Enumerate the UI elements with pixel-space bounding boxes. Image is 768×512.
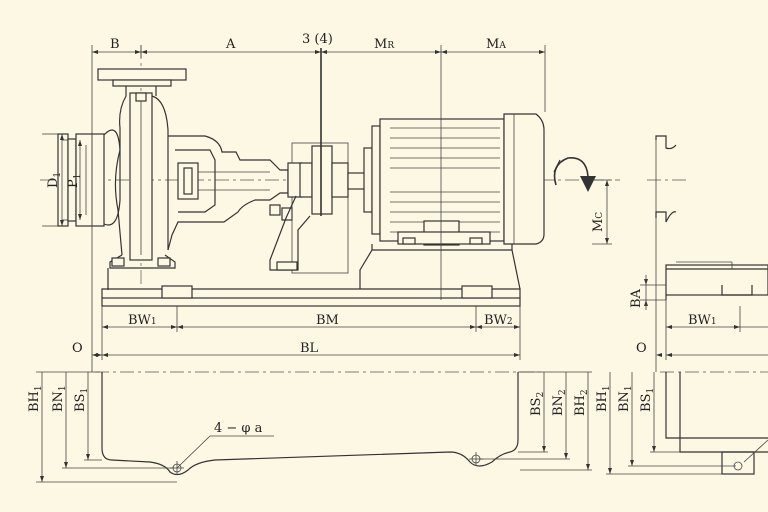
label-a: A (225, 37, 236, 52)
label-ma: MA (486, 37, 506, 52)
label-ba: BA (629, 288, 644, 308)
label-o: O (72, 341, 83, 356)
label-coupling: 3 (4) (302, 32, 333, 47)
bearing-frame (167, 135, 293, 251)
label-bs2: BS2 (529, 392, 546, 416)
label-bm: BM (316, 313, 339, 328)
dimension-lines (36, 45, 768, 483)
label-side-bh1: BH1 (595, 385, 612, 412)
label-side-bw1: BW1 (688, 313, 717, 328)
label-holes: 4 − φ a (214, 421, 263, 436)
label-bl: BL (300, 341, 319, 356)
label-side-o: O (636, 341, 647, 356)
label-b: B (110, 37, 120, 52)
label-bn2: BN2 (551, 389, 568, 416)
label-bh2: BH2 (573, 389, 590, 416)
label-bw2: BW2 (484, 313, 513, 328)
label-side-bs1: BS1 (639, 388, 656, 412)
label-bw1: BW1 (128, 313, 157, 328)
label-bh1: BH1 (27, 385, 44, 412)
label-mr: MR (374, 37, 394, 52)
label-mc: MC (591, 212, 606, 232)
side-view (655, 135, 768, 475)
label-d1: D1 (46, 172, 63, 188)
rotation-arrow-icon (553, 157, 596, 192)
label-bs1: BS1 (73, 388, 90, 412)
label-p1: P1 (66, 174, 83, 188)
pump-casing (57, 68, 187, 269)
motor (363, 113, 545, 246)
label-bn1: BN1 (51, 385, 68, 412)
baseplate-elevation (101, 244, 521, 307)
dimension-labels: B A 3 (4) MR MA D1 P1 MC BW1 BM BW2 O BL… (27, 32, 717, 436)
coupling (269, 48, 367, 274)
label-side-bn1: BN1 (617, 385, 634, 412)
baseplate-plan (101, 372, 519, 476)
